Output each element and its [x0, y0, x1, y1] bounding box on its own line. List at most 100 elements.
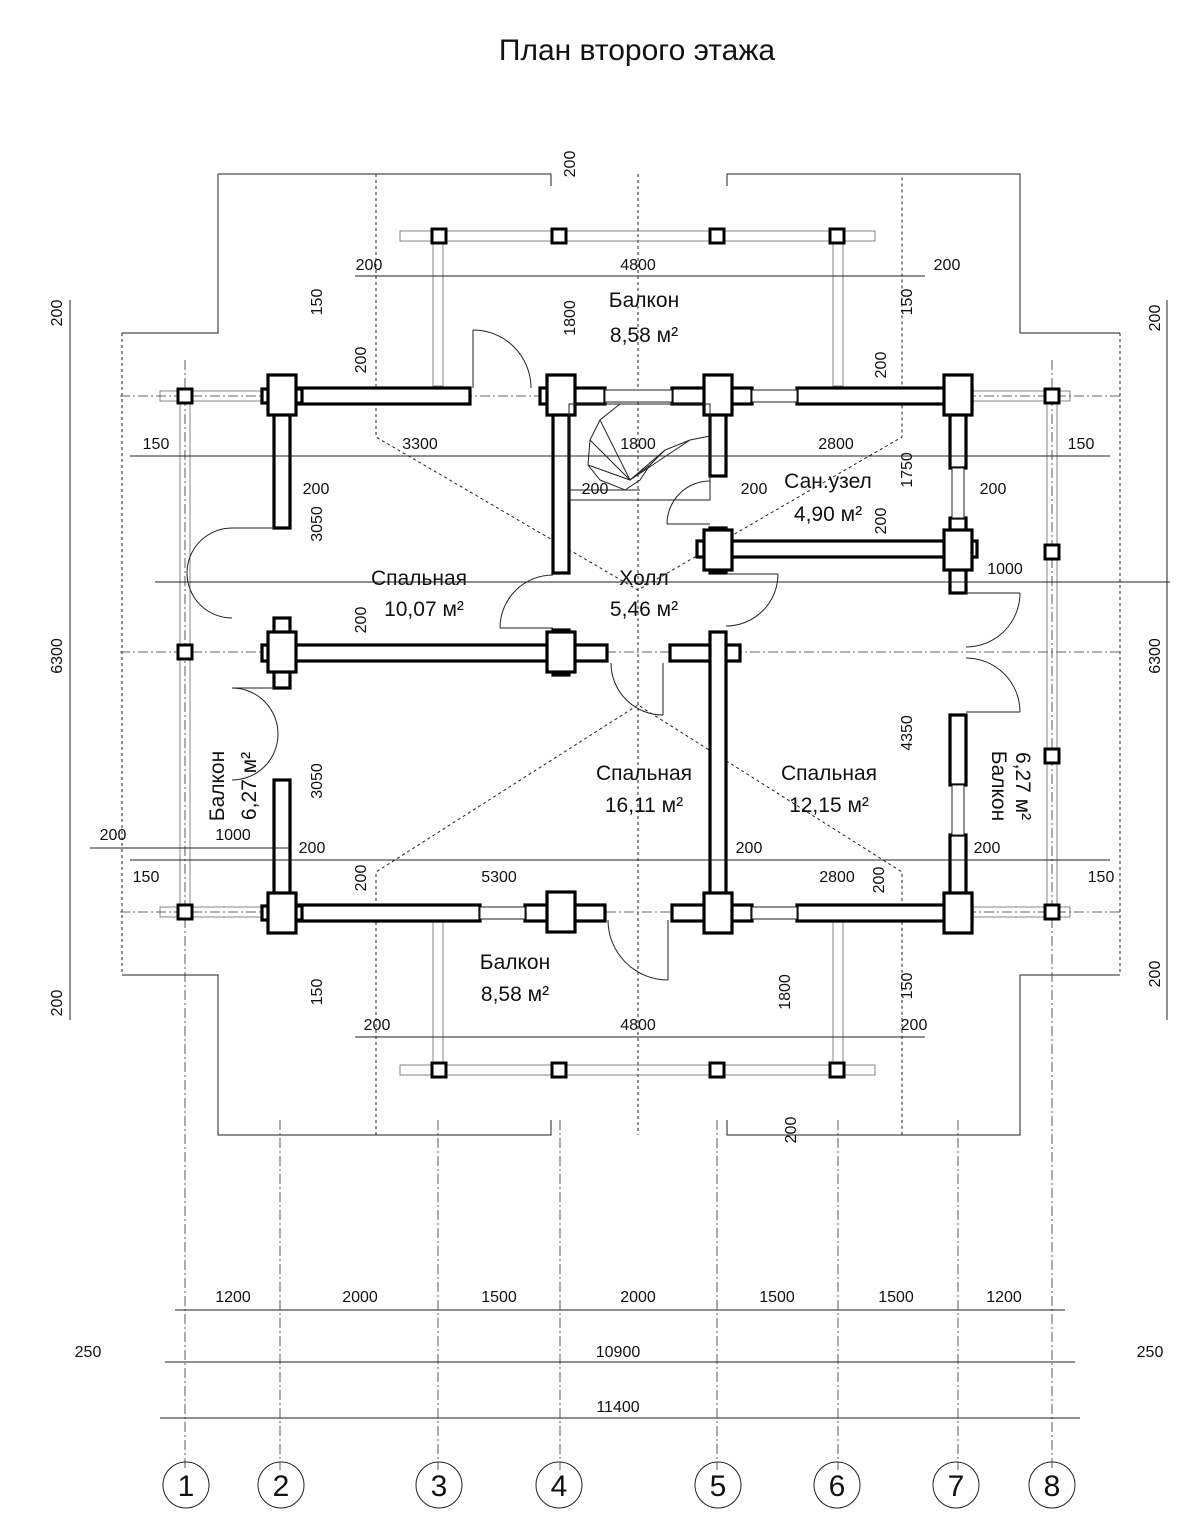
- svg-text:150: 150: [133, 869, 160, 886]
- axis-label: 8: [1044, 1470, 1061, 1503]
- balcony-posts: [176, 227, 1061, 1079]
- axis-marker: [535, 1461, 583, 1509]
- axis-label: 1: [178, 1470, 195, 1503]
- svg-text:1500: 1500: [759, 1289, 795, 1306]
- room-area: 6,27 м²: [238, 752, 261, 820]
- svg-text:1750: 1750: [899, 452, 916, 488]
- svg-text:10900: 10900: [596, 1344, 641, 1361]
- axis-marker: [415, 1461, 463, 1509]
- doors: [186, 329, 1021, 981]
- axis-marker: [813, 1461, 861, 1509]
- svg-text:200: 200: [49, 300, 66, 327]
- svg-text:2800: 2800: [819, 869, 855, 886]
- room-name: Сан.узел: [784, 470, 872, 493]
- svg-text:1800: 1800: [562, 300, 579, 336]
- axis-marker: [1028, 1461, 1076, 1509]
- svg-text:200: 200: [303, 481, 330, 498]
- axis-label: 4: [551, 1470, 568, 1503]
- room-name: Холл: [619, 567, 669, 590]
- overhang-lines: [375, 174, 903, 591]
- svg-text:200: 200: [562, 151, 579, 178]
- svg-text:200: 200: [353, 865, 370, 892]
- overhang-lines-bottom: [375, 704, 903, 1135]
- svg-text:11400: 11400: [596, 1399, 639, 1416]
- svg-text:200: 200: [736, 840, 763, 857]
- svg-text:200: 200: [741, 481, 768, 498]
- svg-text:1500: 1500: [481, 1289, 517, 1306]
- svg-text:200: 200: [1147, 961, 1164, 988]
- svg-text:200: 200: [980, 481, 1007, 498]
- svg-text:200: 200: [582, 481, 609, 498]
- windows: [479, 389, 965, 920]
- axis-marker: [932, 1461, 980, 1509]
- svg-text:200: 200: [49, 990, 66, 1017]
- svg-text:1200: 1200: [215, 1289, 251, 1306]
- svg-text:200: 200: [1147, 305, 1164, 332]
- axis-marker: [694, 1461, 742, 1509]
- svg-text:150: 150: [899, 289, 916, 316]
- svg-text:2000: 2000: [342, 1289, 378, 1306]
- svg-text:2800: 2800: [818, 436, 854, 453]
- svg-text:150: 150: [1088, 869, 1115, 886]
- svg-text:200: 200: [934, 257, 961, 274]
- room-name: Балкон: [609, 289, 679, 312]
- svg-text:200: 200: [974, 840, 1001, 857]
- svg-text:200: 200: [299, 840, 326, 857]
- svg-text:200: 200: [783, 1117, 800, 1144]
- room-area: 4,90 м²: [794, 503, 862, 526]
- top-balcony-dimensions: 200 4800 200 200: [356, 151, 961, 274]
- room-name: Спальная: [781, 762, 877, 785]
- svg-text:6300: 6300: [1147, 638, 1164, 674]
- svg-text:2000: 2000: [620, 1289, 656, 1306]
- axis-label: 7: [948, 1470, 965, 1503]
- roof-outline-top: [218, 173, 552, 186]
- svg-text:150: 150: [1068, 436, 1095, 453]
- room-area: 12,15 м²: [789, 794, 869, 817]
- svg-text:200: 200: [353, 607, 370, 634]
- roof-outline-top-right: [726, 173, 1120, 334]
- roof-outline-bottom-right: [726, 974, 1120, 1136]
- svg-text:150: 150: [309, 289, 326, 316]
- svg-text:1200: 1200: [986, 1289, 1022, 1306]
- svg-text:200: 200: [873, 508, 890, 535]
- svg-text:1000: 1000: [215, 827, 251, 844]
- room-name: Балкон: [206, 751, 229, 821]
- svg-text:150: 150: [899, 973, 916, 1000]
- svg-text:1800: 1800: [620, 436, 656, 453]
- dimension-lines: [69, 275, 1170, 1419]
- walls: [260, 373, 979, 935]
- svg-text:200: 200: [901, 1017, 928, 1034]
- svg-text:3050: 3050: [309, 763, 326, 799]
- svg-text:6300: 6300: [49, 638, 66, 674]
- room-area: 10,07 м²: [384, 598, 464, 621]
- room-name: Спальная: [596, 762, 692, 785]
- bottom-balcony-dimensions: 200 4800 200 200: [364, 1017, 928, 1143]
- svg-text:4350: 4350: [899, 715, 916, 751]
- room-name: Балкон: [480, 951, 550, 974]
- plan-title: План второго этажа: [499, 34, 775, 67]
- svg-text:1000: 1000: [987, 561, 1023, 578]
- svg-text:200: 200: [364, 1017, 391, 1034]
- svg-text:4800: 4800: [620, 1017, 656, 1034]
- roof-outline-top-left: [122, 174, 219, 334]
- room-labels: Балкон 8,58 м² Спальная 10,07 м² Сан.узе…: [206, 289, 1034, 1006]
- axis-marker: [162, 1461, 210, 1509]
- svg-text:150: 150: [143, 436, 170, 453]
- svg-text:250: 250: [75, 1344, 102, 1361]
- svg-text:250: 250: [1137, 1344, 1164, 1361]
- side-dimensions: 200 6300 200 200 6300 200: [49, 300, 1164, 1017]
- svg-text:3050: 3050: [309, 506, 326, 542]
- room-area: 5,46 м²: [610, 598, 678, 621]
- svg-text:200: 200: [356, 257, 383, 274]
- svg-text:200: 200: [353, 347, 370, 374]
- room-area: 6,27 м²: [1011, 752, 1034, 820]
- inner-dimensions: 150 1800 150 200 3300 1800 2800 150 150 …: [100, 289, 1115, 1010]
- svg-text:4800: 4800: [620, 257, 656, 274]
- axis-marker: [257, 1461, 305, 1509]
- axis-label: 3: [431, 1470, 448, 1503]
- svg-text:1800: 1800: [777, 974, 794, 1010]
- svg-text:200: 200: [100, 827, 127, 844]
- axis-label: 6: [829, 1470, 846, 1503]
- svg-text:5300: 5300: [481, 869, 517, 886]
